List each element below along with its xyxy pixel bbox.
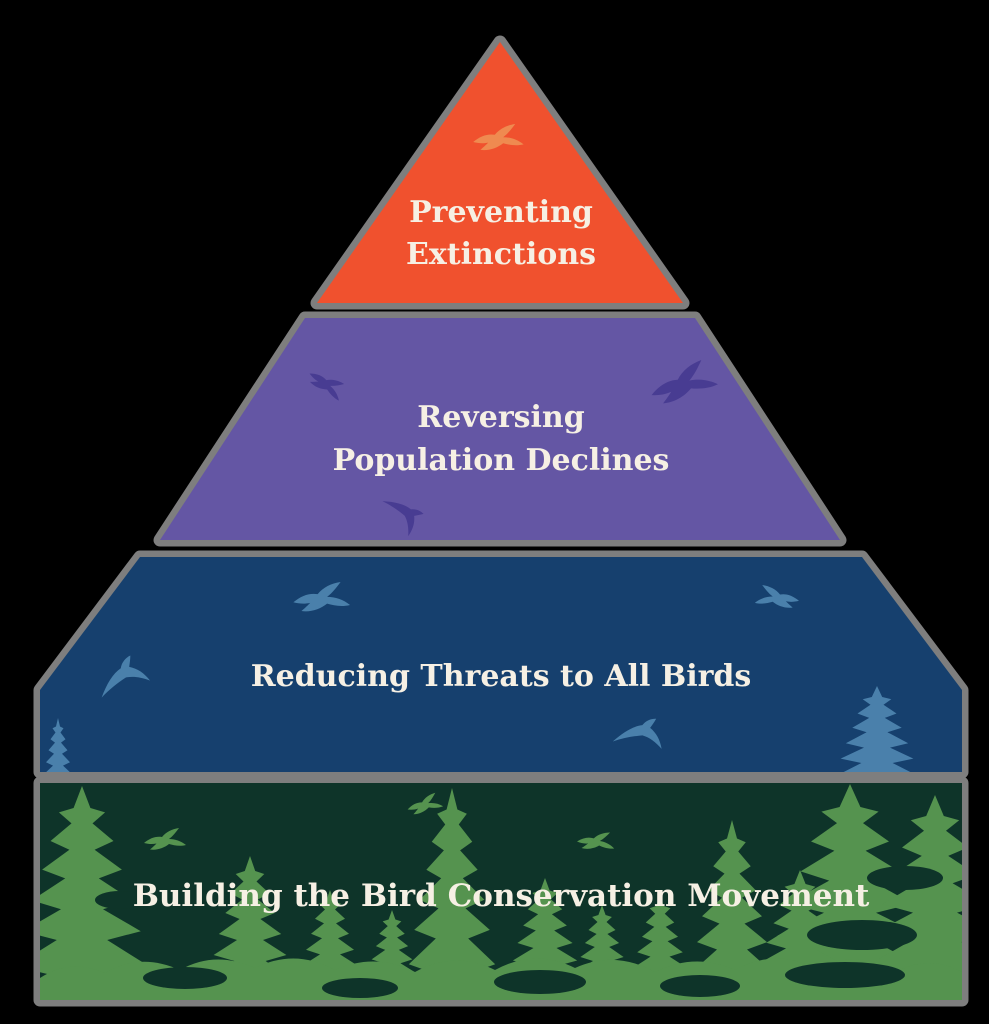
tier-building-movement-decorations	[40, 784, 962, 1000]
foliage-shadow	[494, 970, 586, 994]
foliage-shadow	[660, 975, 740, 997]
foliage-shadow	[95, 891, 145, 909]
tier-building-movement: Building the Bird Conservation Movement	[33, 776, 969, 1007]
foliage-shadow	[322, 978, 398, 998]
foliage-shadow	[867, 866, 943, 890]
foliage-shadow	[807, 920, 917, 950]
tier-reducing-threats: Reducing Threats to All Birds	[33, 550, 969, 779]
tier-reversing-population-declines: Reversing Population Declines	[153, 311, 847, 547]
tier-building-movement-label-line1: Building the Bird Conservation Movement	[133, 878, 870, 914]
tier-reducing-threats-label-line1: Reducing Threats to All Birds	[251, 659, 752, 694]
tier-preventing-extinctions-label-line1: Preventing	[409, 195, 593, 230]
tier-preventing-extinctions-shape	[317, 42, 683, 303]
foliage-shadow	[143, 967, 227, 989]
tier-reversing-population-declines-shape	[160, 318, 840, 540]
tier-preventing-extinctions-label-line2: Extinctions	[406, 237, 596, 272]
tier-preventing-extinctions: Preventing Extinctions	[310, 35, 690, 310]
tier-reversing-population-declines-label-line2: Population Declines	[333, 443, 670, 478]
foliage-shadow	[785, 962, 905, 988]
tier-reducing-threats-shape	[40, 557, 962, 772]
tier-reversing-population-declines-label-line1: Reversing	[417, 400, 584, 435]
